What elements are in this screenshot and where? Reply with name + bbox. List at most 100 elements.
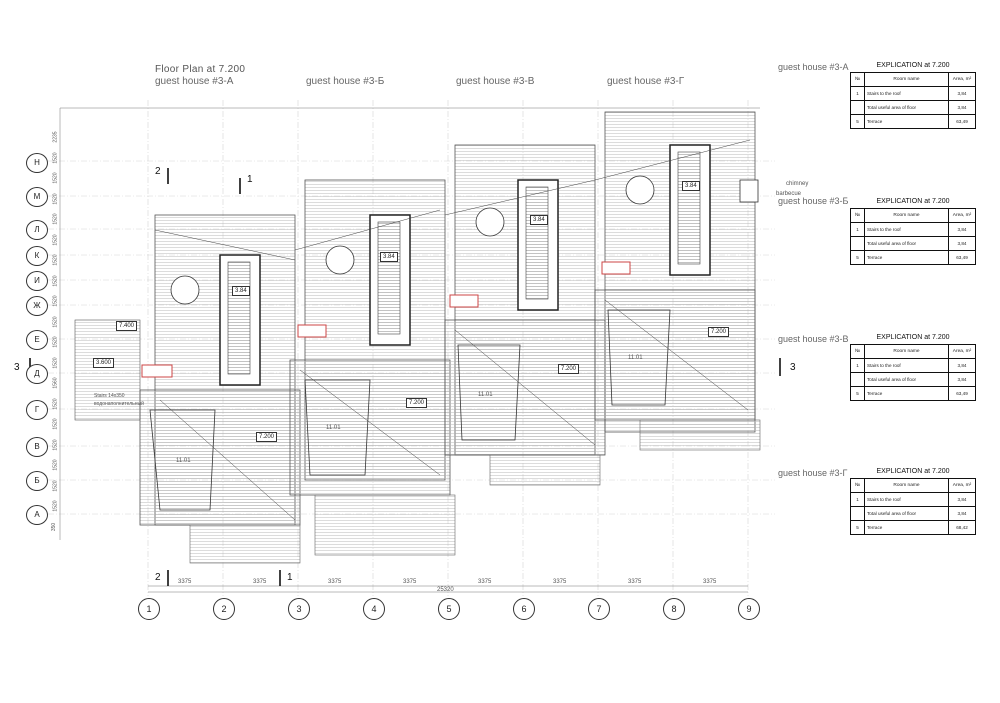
house-label-v: guest house #3-В (456, 76, 535, 87)
column-axis-5: 5 (438, 598, 460, 620)
row-dimension-label: 1520 (52, 295, 59, 307)
house-label-b: guest house #3-Б (306, 76, 385, 87)
explication-title: EXPLICATION at 7.200 (876, 62, 950, 69)
row-axis-k: К (26, 246, 48, 266)
level-terrace-a: 7.200 (256, 432, 278, 442)
bay-dim-3: 3375 (328, 579, 342, 585)
explication-title: EXPLICATION at 7.200 (876, 198, 950, 205)
house-a-plan (74, 214, 301, 564)
expl-house-a: guest house #3-А (778, 62, 849, 72)
level-lower-b: 11.01 (326, 425, 341, 431)
overall-dim: 25320 (437, 587, 454, 593)
column-axis-3: 3 (288, 598, 310, 620)
row-axis-g: Г (26, 400, 48, 420)
row-axis-v: В (26, 437, 48, 457)
row-axis-n: Н (26, 153, 48, 173)
row-dimension-label: 1520 (52, 480, 59, 492)
row-dimension-label: 1520 (52, 357, 59, 369)
bay-dim-7: 3375 (628, 579, 642, 585)
row-axis-a: А (26, 505, 48, 525)
row-dimension-label: 1520 (52, 459, 59, 471)
barbecue-label: barbecue (776, 191, 802, 197)
house-g-plan (594, 111, 761, 451)
level-stair-v: 3.84 (530, 215, 548, 225)
bay-dim-2: 3375 (253, 579, 267, 585)
stair-note: Stairs 14х350 (94, 393, 125, 399)
bay-dim-5: 3375 (478, 579, 492, 585)
row-axis-zh: Ж (26, 296, 48, 316)
column-axis-9: 9 (738, 598, 760, 620)
row-dimension-label: 1520 (52, 418, 59, 430)
row-dimension-label: 1520 (52, 316, 59, 328)
level-terrace-g: 7.200 (708, 327, 730, 337)
explication-title: EXPLICATION at 7.200 (876, 468, 950, 475)
row-dimension-label: 1520 (52, 193, 59, 205)
house-b-plan (289, 179, 456, 556)
bay-dim-4: 3375 (403, 579, 417, 585)
level-small-b: 3.600 (93, 358, 115, 368)
column-axis-1: 1 (138, 598, 160, 620)
row-dimension-label: 1520 (52, 439, 59, 451)
section-mark-3-right: 3 (790, 362, 796, 373)
level-terrace-b: 7.200 (406, 398, 428, 408)
row-dimension-label: 1560 (52, 377, 59, 389)
row-axis-i: И (26, 271, 48, 291)
row-dimension-label: 350 (51, 522, 58, 531)
row-axis-l: Л (26, 220, 48, 240)
row-dimension-label: 1520 (52, 234, 59, 246)
bay-dim-1: 3375 (178, 579, 192, 585)
column-axis-4: 4 (363, 598, 385, 620)
column-axis-7: 7 (588, 598, 610, 620)
row-dimension-label: 1520 (52, 336, 59, 348)
row-dimension-label: 1520 (52, 213, 59, 225)
explication-title: EXPLICATION at 7.200 (876, 334, 950, 341)
row-dimension-label: 1520 (52, 398, 59, 410)
col-room: Room name (864, 72, 949, 87)
level-lower-g: 11.01 (628, 355, 643, 361)
expl-house-g: guest house #3-Г (778, 468, 848, 478)
row-axis-b: Б (26, 471, 48, 491)
section-mark-2-bottom: 2 (155, 572, 161, 583)
level-terrace-v: 7.200 (558, 364, 580, 374)
row-dimension-label: 1520 (52, 254, 59, 266)
column-axis-2: 2 (213, 598, 235, 620)
level-stair-b: 3.84 (380, 252, 398, 262)
house-label-a: guest house #3-А (155, 76, 234, 87)
row-dimension-label: 1520 (52, 152, 59, 164)
row-dimension-label: 1520 (52, 275, 59, 287)
level-small-a: 7.400 (116, 321, 138, 331)
house-label-g: guest house #3-Г (607, 76, 685, 87)
bay-dim-8: 3375 (703, 579, 717, 585)
level-lower-v: 11.01 (478, 392, 493, 398)
row-dimension-label: 1520 (52, 172, 59, 184)
level-stair-a: 3.84 (232, 286, 250, 296)
section-mark-2-top: 2 (155, 166, 161, 177)
expl-house-v: guest house #3-В (778, 334, 849, 344)
column-axis-8: 8 (663, 598, 685, 620)
section-mark-3-left: 3 (14, 362, 20, 373)
section-mark-1-bottom: 1 (287, 572, 293, 583)
expl-house-b: guest house #3-Б (778, 196, 849, 206)
row-dimension-label: 1520 (52, 500, 59, 512)
col-area: Area, m² (948, 72, 976, 87)
column-axis-6: 6 (513, 598, 535, 620)
col-no: № (850, 72, 865, 87)
chimney-label: chimney (786, 181, 809, 187)
house-v-plan (444, 144, 606, 486)
row-axis-e: Е (26, 330, 48, 350)
